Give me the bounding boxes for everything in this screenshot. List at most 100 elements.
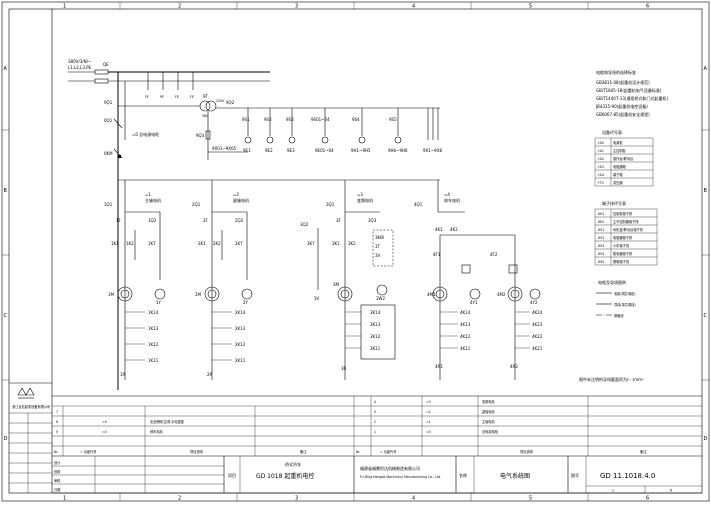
standards-block: 电缆和导线的选择标准 GB3811-08(起重机设计规范) GB/T1845-1… (595, 69, 668, 117)
svg-text:=2: =2 (233, 192, 239, 197)
control-circuit: 9Q1 9T 220V 36V 9Q2 9Q3 9X01~9X05 0Q1 =0… (104, 94, 440, 181)
motor-group-1: =1 主轴电机 1Q1 1F 1Q2 1K1 1K2 1K7 1M 1Y 1K1… (104, 180, 166, 380)
svg-text:3F: 3F (336, 218, 342, 223)
motor-icon (507, 286, 523, 302)
svg-text:2Q1: 2Q1 (192, 202, 201, 207)
svg-text:3K12: 3K12 (370, 334, 381, 339)
svg-text:2K1: 2K1 (198, 241, 206, 246)
company-name: 福建省福鼎恒达机械制造有限公司 (360, 465, 420, 471)
svg-text:4K13: 4K13 (460, 322, 471, 327)
svg-text:9H6~9H6: 9H6~9H6 (388, 148, 408, 153)
col-label: 1 (63, 496, 66, 502)
load-2: 9S2 9E2 (264, 108, 274, 153)
supply-voltage: 380V/3/N/~ (68, 59, 91, 64)
svg-text:集电器端子排: 集电器端子排 (613, 251, 633, 256)
motor-icon (337, 286, 353, 302)
fuse-label: 9Q3 (196, 133, 205, 138)
svg-text:2K13: 2K13 (235, 326, 246, 331)
svg-text:审核: 审核 (54, 478, 61, 483)
svg-text:3Q2: 3Q2 (300, 222, 309, 227)
svg-text:1K7: 1K7 (148, 241, 156, 246)
col-label: 2 (178, 496, 181, 502)
svg-text:2: 2 (374, 420, 376, 424)
svg-text:项目说明: 项目说明 (520, 449, 533, 454)
svg-text:1: 1 (374, 430, 376, 434)
svg-text:4R1: 4R1 (435, 364, 443, 369)
svg-text:=0: =0 (426, 430, 431, 434)
lamp-icon (266, 136, 274, 144)
svg-text:1R: 1R (120, 372, 126, 377)
sheet-total: 6 (670, 489, 672, 493)
svg-text:4M1: 4M1 (427, 292, 436, 297)
project-model: GD 1018 起重机电控 (256, 472, 314, 480)
load-6: 9S5 9H6~9H6 (388, 108, 408, 153)
svg-text:9H1~9H5: 9H1~9H5 (351, 148, 371, 153)
col-label: 4 (412, 4, 415, 10)
brake-icon (508, 264, 518, 274)
col-label: 1 (63, 4, 66, 10)
motor-group-2: =2 副轴电机 2Q1 2F 2Q2 2K1 2K2 2K7 2M 2Y 2K1… (192, 180, 253, 380)
svg-text:4Y2: 4Y2 (530, 300, 538, 305)
cable-legend: 电缆及导线图例 电缆(铜芯电缆) 导线(单芯铜线) 屏蔽线 (596, 279, 636, 318)
svg-text:1K1: 1K1 (111, 241, 119, 246)
svg-text:1K11: 1K11 (148, 358, 159, 363)
svg-text:9S5: 9S5 (389, 117, 397, 122)
sheet-number: 1 (612, 489, 614, 493)
motor-icon (204, 286, 220, 302)
project-name: 桥式吊车 (285, 461, 301, 467)
row-label: A (704, 66, 708, 72)
load-3: 9S3 9E3 (286, 108, 296, 153)
brake-icon (461, 264, 471, 274)
svg-text:+A4: +A4 (597, 173, 604, 177)
svg-text:设计: 设计 (54, 460, 61, 465)
logo-block: 浙江合信起重设备有限公司 (9, 382, 52, 493)
title-block: 设计 校核 审核 日期 项目 桥式吊车 GD 1018 起重机电控 福建省福鼎恒… (52, 456, 702, 494)
svg-text:+A0: +A0 (597, 141, 604, 145)
svg-text:4M2: 4M2 (497, 292, 506, 297)
col-label: 5 (529, 4, 532, 10)
svg-text:2R: 2R (207, 372, 213, 377)
logo-company-name: 浙江合信起重设备有限公司 (12, 404, 50, 409)
drawing-number-label: 图号 (571, 472, 579, 478)
svg-text:4K11: 4K11 (460, 346, 471, 351)
estop-label: 0KM (104, 151, 113, 156)
standards-title: 电缆和导线的选择标准 (596, 69, 636, 75)
terminal-code-table: 端子排代号表 -XK1 控制柜端子排 -XK2 主令控制器端子排 -XS1 司机… (594, 200, 658, 266)
motor-icon (432, 286, 448, 302)
svg-text:3K1: 3K1 (332, 241, 340, 246)
svg-text:变频电机: 变频电机 (357, 197, 373, 203)
svg-text:9E01~04: 9E01~04 (315, 148, 334, 153)
svg-text:刹车电机: 刹车电机 (150, 429, 164, 434)
svg-text:= 功能代号: = 功能代号 (80, 449, 96, 454)
svg-text:4K23: 4K23 (532, 322, 543, 327)
svg-text:1Q2: 1Q2 (148, 218, 157, 223)
svg-text:1F: 1F (116, 218, 122, 223)
svg-text:3K14: 3K14 (370, 310, 381, 315)
svg-text:9E2: 9E2 (265, 148, 273, 153)
svg-text:4K1: 4K1 (435, 227, 443, 232)
voltage-label: 36V (202, 114, 209, 118)
drawing-note: 图中未注明的导线截面积为(-.-)mm² (579, 376, 644, 382)
device-code-table: 设备代号表 +A0 电源柜 +A1 主控制柜 +A2 操作台/联动台 +A3 电… (594, 129, 654, 187)
svg-text:端子箱: 端子箱 (613, 172, 623, 177)
svg-text:4K2: 4K2 (450, 227, 458, 232)
terminal-table-title: 端子排代号表 (602, 200, 626, 206)
col-label: 6 (646, 4, 649, 10)
svg-text:总电源电柜: 总电源电柜 (482, 429, 499, 434)
svg-text:1K14: 1K14 (148, 310, 159, 315)
svg-text:4K12: 4K12 (460, 334, 471, 339)
svg-text:校核: 校核 (54, 469, 61, 474)
lighting-loads: 9S1 9E1 9S2 9E2 9S3 9E3 9S01~04 9E01~04 … (242, 108, 442, 153)
svg-text:3Q3: 3Q3 (368, 218, 377, 223)
row-label: B (4, 188, 8, 194)
svg-text:变频电机: 变频电机 (482, 399, 496, 404)
svg-text:+T0: +T0 (597, 181, 604, 185)
svg-text:安全照明,空调,手电插座: 安全照明,空调,手电插座 (150, 419, 185, 424)
svg-text:主令控制器端子排: 主令控制器端子排 (613, 219, 639, 224)
svg-text:照明端子排: 照明端子排 (613, 259, 630, 264)
svg-text:-XK2: -XK2 (597, 220, 604, 224)
voltage-label: 220V (216, 99, 225, 103)
lamp-icon (244, 136, 252, 144)
svg-text:5: 5 (56, 430, 58, 434)
svg-text:主轴电机: 主轴电机 (482, 419, 496, 424)
